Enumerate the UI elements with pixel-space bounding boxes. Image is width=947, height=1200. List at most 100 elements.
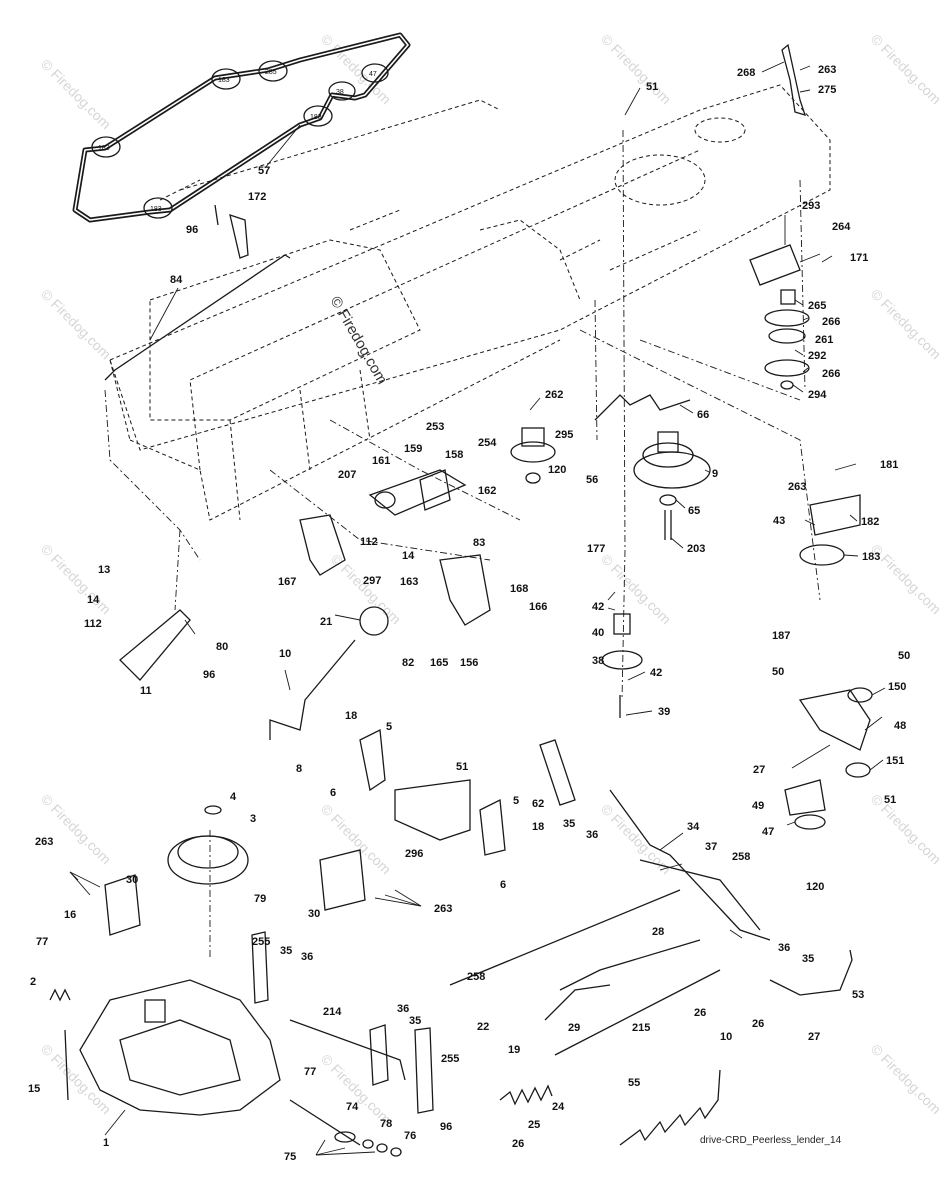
bracket-172 [229, 214, 249, 259]
spring-2 [49, 988, 71, 1002]
clutch-9 [633, 451, 711, 489]
bracket-165 [439, 554, 491, 626]
callout: 3 [250, 813, 256, 825]
bolt-15 [64, 1029, 69, 1101]
callout: 82 [402, 657, 414, 669]
pulley-label: 285 [265, 69, 277, 76]
callout: 120 [806, 881, 824, 893]
bracket-5 [359, 728, 386, 792]
callout: 9 [712, 468, 718, 480]
callout: 26 [512, 1138, 524, 1150]
callout: 292 [808, 350, 826, 362]
pulley-label: 183 [150, 206, 162, 213]
callout: 203 [687, 543, 705, 555]
shaft-214 [289, 1019, 406, 1081]
link-66 [594, 394, 691, 421]
belt-pulley: 38 [328, 81, 356, 101]
spacer-40 [613, 613, 631, 635]
rod-53 [769, 949, 853, 996]
callout: 96 [186, 224, 198, 236]
callout: 36 [301, 951, 313, 963]
callout: 207 [338, 469, 356, 481]
callout: 253 [426, 421, 444, 433]
callout: 30 [126, 874, 138, 886]
watermark: © Firedog.com [868, 1041, 944, 1117]
watermark: © Firedog.com [318, 801, 394, 877]
bracket-80 [119, 609, 191, 681]
rod-84 [104, 254, 291, 381]
watermark: © Firedog.com [38, 1041, 114, 1117]
watermark: © Firedog.com [38, 286, 114, 362]
callout: 96 [203, 669, 215, 681]
bracket-264 [749, 244, 801, 286]
callout: 266 [822, 316, 840, 328]
callout: 275 [818, 84, 836, 96]
callout: 181 [880, 459, 898, 471]
alignment-lines [104, 129, 821, 960]
callout: 36 [586, 829, 598, 841]
callout: 297 [363, 575, 381, 587]
drawing-reference: drive-CRD_Peerless_lender_14 [700, 1135, 842, 1146]
bracket-167 [299, 514, 346, 576]
callouts: 57 268 263 275 51 172 96 84 293 264 171 … [28, 64, 910, 1163]
callout: 10 [279, 648, 291, 660]
callout: 26 [752, 1018, 764, 1030]
lever-8 [269, 639, 356, 740]
spring-55 [619, 1069, 721, 1146]
callout: 14 [87, 594, 100, 606]
callout: 36 [778, 942, 790, 954]
callout: 62 [532, 798, 544, 810]
callout: 263 [788, 481, 806, 493]
roller [374, 491, 396, 509]
belt-pulley: 183 [303, 105, 333, 127]
bracket-30b [319, 849, 366, 911]
callout: 261 [815, 334, 833, 346]
callout: 37 [705, 841, 717, 853]
callout: 29 [568, 1022, 580, 1034]
callout: 55 [628, 1077, 640, 1089]
pulley-151 [845, 762, 871, 778]
callout: 57 [258, 165, 270, 177]
callout: 76 [404, 1130, 416, 1142]
pulley-label: 183 [98, 145, 110, 152]
callout: 75 [284, 1151, 296, 1163]
bracket-49 [784, 779, 826, 816]
drive-belt: 183 183 183 285 47 38 183 [72, 32, 411, 223]
hub-295 [521, 427, 545, 447]
tube-62 [539, 739, 576, 806]
watermark: © Firedog.com [868, 791, 944, 867]
pulley-261 [768, 328, 806, 344]
callout: 66 [697, 409, 709, 421]
leader-lines [69, 61, 886, 1156]
callout: 38 [592, 655, 604, 667]
rod-28 [559, 939, 701, 991]
callout: 49 [752, 800, 764, 812]
pulley-183 [799, 544, 845, 566]
callout: 254 [478, 437, 497, 449]
callout: 35 [563, 818, 575, 830]
watermark: © Firedog.com [598, 551, 674, 627]
callout: 165 [430, 657, 448, 669]
callout: 5 [386, 721, 392, 733]
pulley-3 [167, 835, 249, 885]
knob-21 [359, 606, 389, 636]
callout: 21 [320, 616, 332, 628]
callout: 39 [658, 706, 670, 718]
callout: 35 [802, 953, 814, 965]
callout: 42 [592, 601, 604, 613]
callout: 35 [280, 945, 292, 957]
callout: 6 [330, 787, 336, 799]
callout: 27 [808, 1031, 820, 1043]
callout: 263 [434, 903, 452, 915]
callout: 5 [513, 795, 519, 807]
callout: 56 [586, 474, 598, 486]
callout: 28 [652, 926, 664, 938]
transaxle-1 [79, 979, 281, 1116]
callout: 34 [687, 821, 700, 833]
key-4 [204, 805, 222, 815]
callout: 77 [304, 1066, 316, 1078]
callout: 264 [832, 221, 851, 233]
belt-pulley: 183 [91, 136, 121, 158]
callout: 24 [552, 1101, 565, 1113]
callout: 156 [460, 657, 478, 669]
